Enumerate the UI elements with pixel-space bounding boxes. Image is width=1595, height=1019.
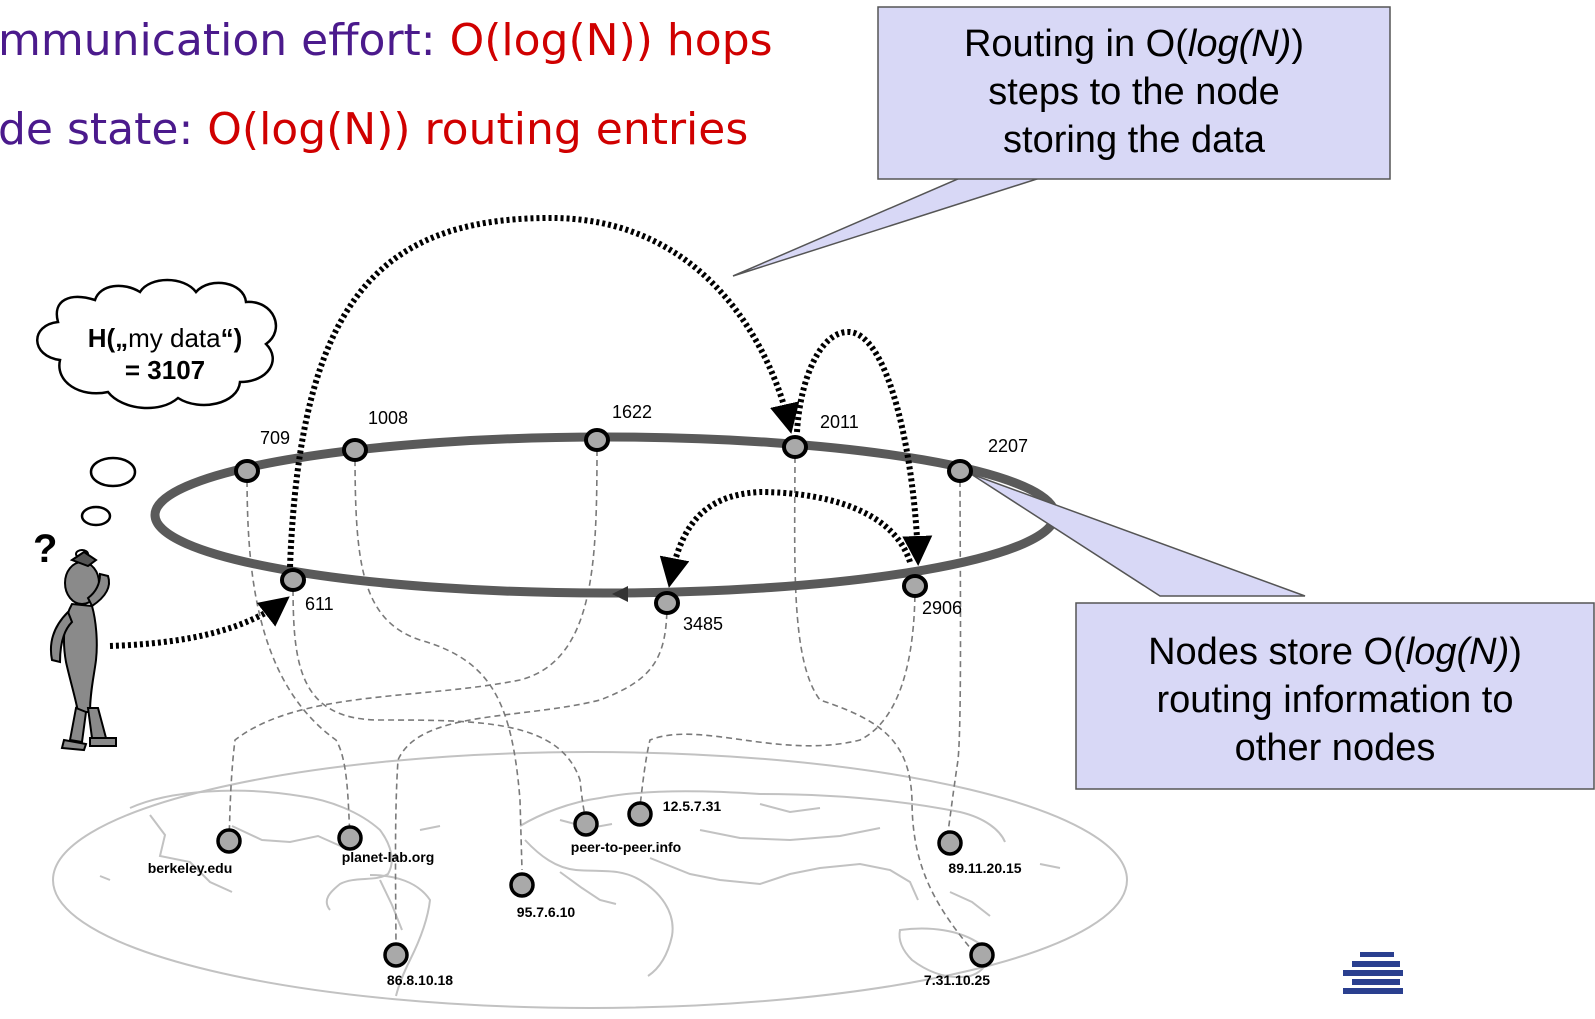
callout-nodes-line2: routing information to — [1156, 679, 1514, 721]
ring-node-label: 611 — [305, 594, 334, 614]
callout-routing-text: Routing in O(log(N)) steps to the node s… — [878, 20, 1390, 164]
host-node — [627, 801, 653, 827]
host-label: berkeley.edu — [148, 860, 233, 876]
host-label: 86.8.10.18 — [387, 972, 453, 988]
ring-node-label: 3485 — [683, 614, 723, 634]
ring-node-label: 709 — [260, 428, 290, 448]
callout-routing-line3: storing the data — [1003, 119, 1265, 161]
node-state-value: O(log(N)) routing entries — [207, 104, 749, 155]
node-state-label: de state: — [0, 104, 208, 155]
host-label: 95.7.6.10 — [517, 904, 576, 920]
callout-routing-box — [877, 6, 1391, 180]
ring-node-1622 — [584, 428, 610, 452]
ring-node-2906 — [902, 574, 928, 598]
callout-nodes-line1-post: ) — [1509, 631, 1522, 673]
ring-node-label: 2906 — [922, 598, 962, 618]
host-node — [573, 811, 599, 837]
callout-nodes-pointer — [970, 473, 1306, 597]
callout-routing-line1-post: ) — [1291, 23, 1304, 65]
callout-nodes-line1-em: log(N) — [1405, 631, 1510, 673]
ring-node-2011 — [782, 435, 808, 459]
thought-bubble-large — [89, 456, 137, 488]
host-node — [969, 942, 995, 968]
overlay-to-host-links — [228, 439, 973, 956]
world-map — [52, 751, 1128, 1009]
thought-bubble-medium — [80, 505, 112, 527]
host-node — [383, 942, 409, 968]
hash-thought-text: H(„my data“) = 3107 — [50, 322, 280, 386]
ring-node-1008 — [342, 438, 368, 462]
host-label: 89.11.20.15 — [948, 860, 1021, 876]
host-label: peer-to-peer.info — [571, 839, 681, 855]
host-label: 12.5.7.31 — [663, 798, 722, 814]
callout-routing-line1-pre: Routing in O( — [963, 23, 1188, 65]
host-node — [216, 828, 242, 854]
callout-nodes-box — [1075, 602, 1595, 790]
university-logo — [1343, 952, 1403, 994]
communication-effort-value: O(log(N)) hops — [449, 15, 773, 66]
ring-node-3485 — [654, 591, 680, 615]
ring-node-709 — [234, 459, 260, 483]
ring-node-label: 2011 — [820, 412, 859, 432]
ring-node-label: 1008 — [368, 408, 408, 428]
ring-node-label: 2207 — [988, 436, 1028, 456]
thinking-person-figure — [50, 550, 117, 752]
callout-nodes-text: Nodes store O(log(N)) routing informatio… — [1076, 628, 1594, 772]
node-state-line: de state: O(log(N)) routing entries — [0, 108, 748, 152]
callout-nodes-line3: other nodes — [1234, 727, 1436, 769]
question-mark: ? — [33, 527, 57, 571]
hash-quote-open: „ — [115, 323, 129, 353]
hash-quote-close: “) — [220, 323, 243, 353]
callout-routing-pointer — [732, 177, 1041, 277]
routing-hops — [109, 214, 933, 649]
host-label: planet-lab.org — [342, 849, 435, 865]
communication-effort-label: mmunication effort: — [0, 15, 450, 66]
callout-routing-line2: steps to the node — [988, 71, 1280, 113]
host-label: 7.31.10.25 — [924, 972, 990, 988]
host-node — [509, 872, 535, 898]
callout-routing-line1-em: log(N) — [1187, 23, 1292, 65]
ring-node-2207 — [947, 459, 973, 483]
ring-node-label: 1622 — [612, 402, 652, 422]
hash-result: = 3107 — [124, 355, 206, 385]
ring-direction-arrow — [612, 586, 628, 602]
ring-node-611 — [280, 568, 306, 592]
hash-key: my data — [128, 323, 221, 353]
host-node — [337, 825, 363, 851]
communication-effort-line: mmunication effort: O(log(N)) hops — [0, 19, 773, 63]
host-node — [937, 830, 963, 856]
callout-nodes-line1-pre: Nodes store O( — [1148, 631, 1406, 673]
hash-prefix: H( — [87, 323, 116, 353]
thought-cloud — [36, 278, 278, 410]
